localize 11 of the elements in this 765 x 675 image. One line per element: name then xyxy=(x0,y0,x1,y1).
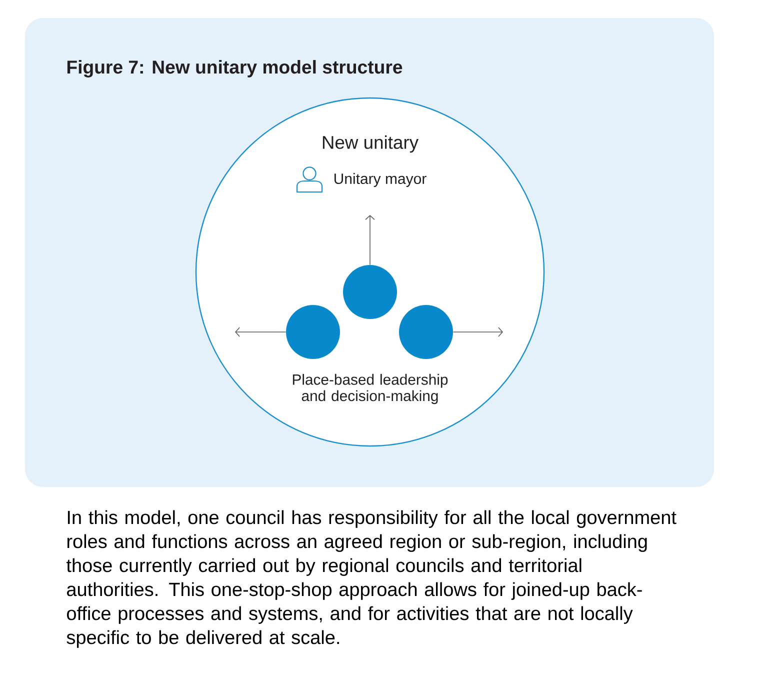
circle-node xyxy=(286,305,340,359)
role-label: Unitary mayor xyxy=(334,173,426,187)
figure-title: Figure 7: New unitary model structure xyxy=(67,60,402,78)
arrow xyxy=(365,215,375,266)
arrow xyxy=(452,327,503,337)
caption-text: Place-based leadership and decision-making xyxy=(292,374,448,404)
circle-node xyxy=(399,305,453,359)
body-paragraph: In this model, one council has responsibility for all the local government roles and functions across an agreed region or sub-region, including those currently carried out by regional councils and territorial authorities. This one-stop-shop approach allows for joined-up back-office processes and systems, and for activities that are not locally specific to be delivered at scale. xyxy=(66,510,676,648)
arrow xyxy=(235,327,286,337)
circle-node xyxy=(343,265,397,319)
heading: New unitary xyxy=(322,135,418,153)
